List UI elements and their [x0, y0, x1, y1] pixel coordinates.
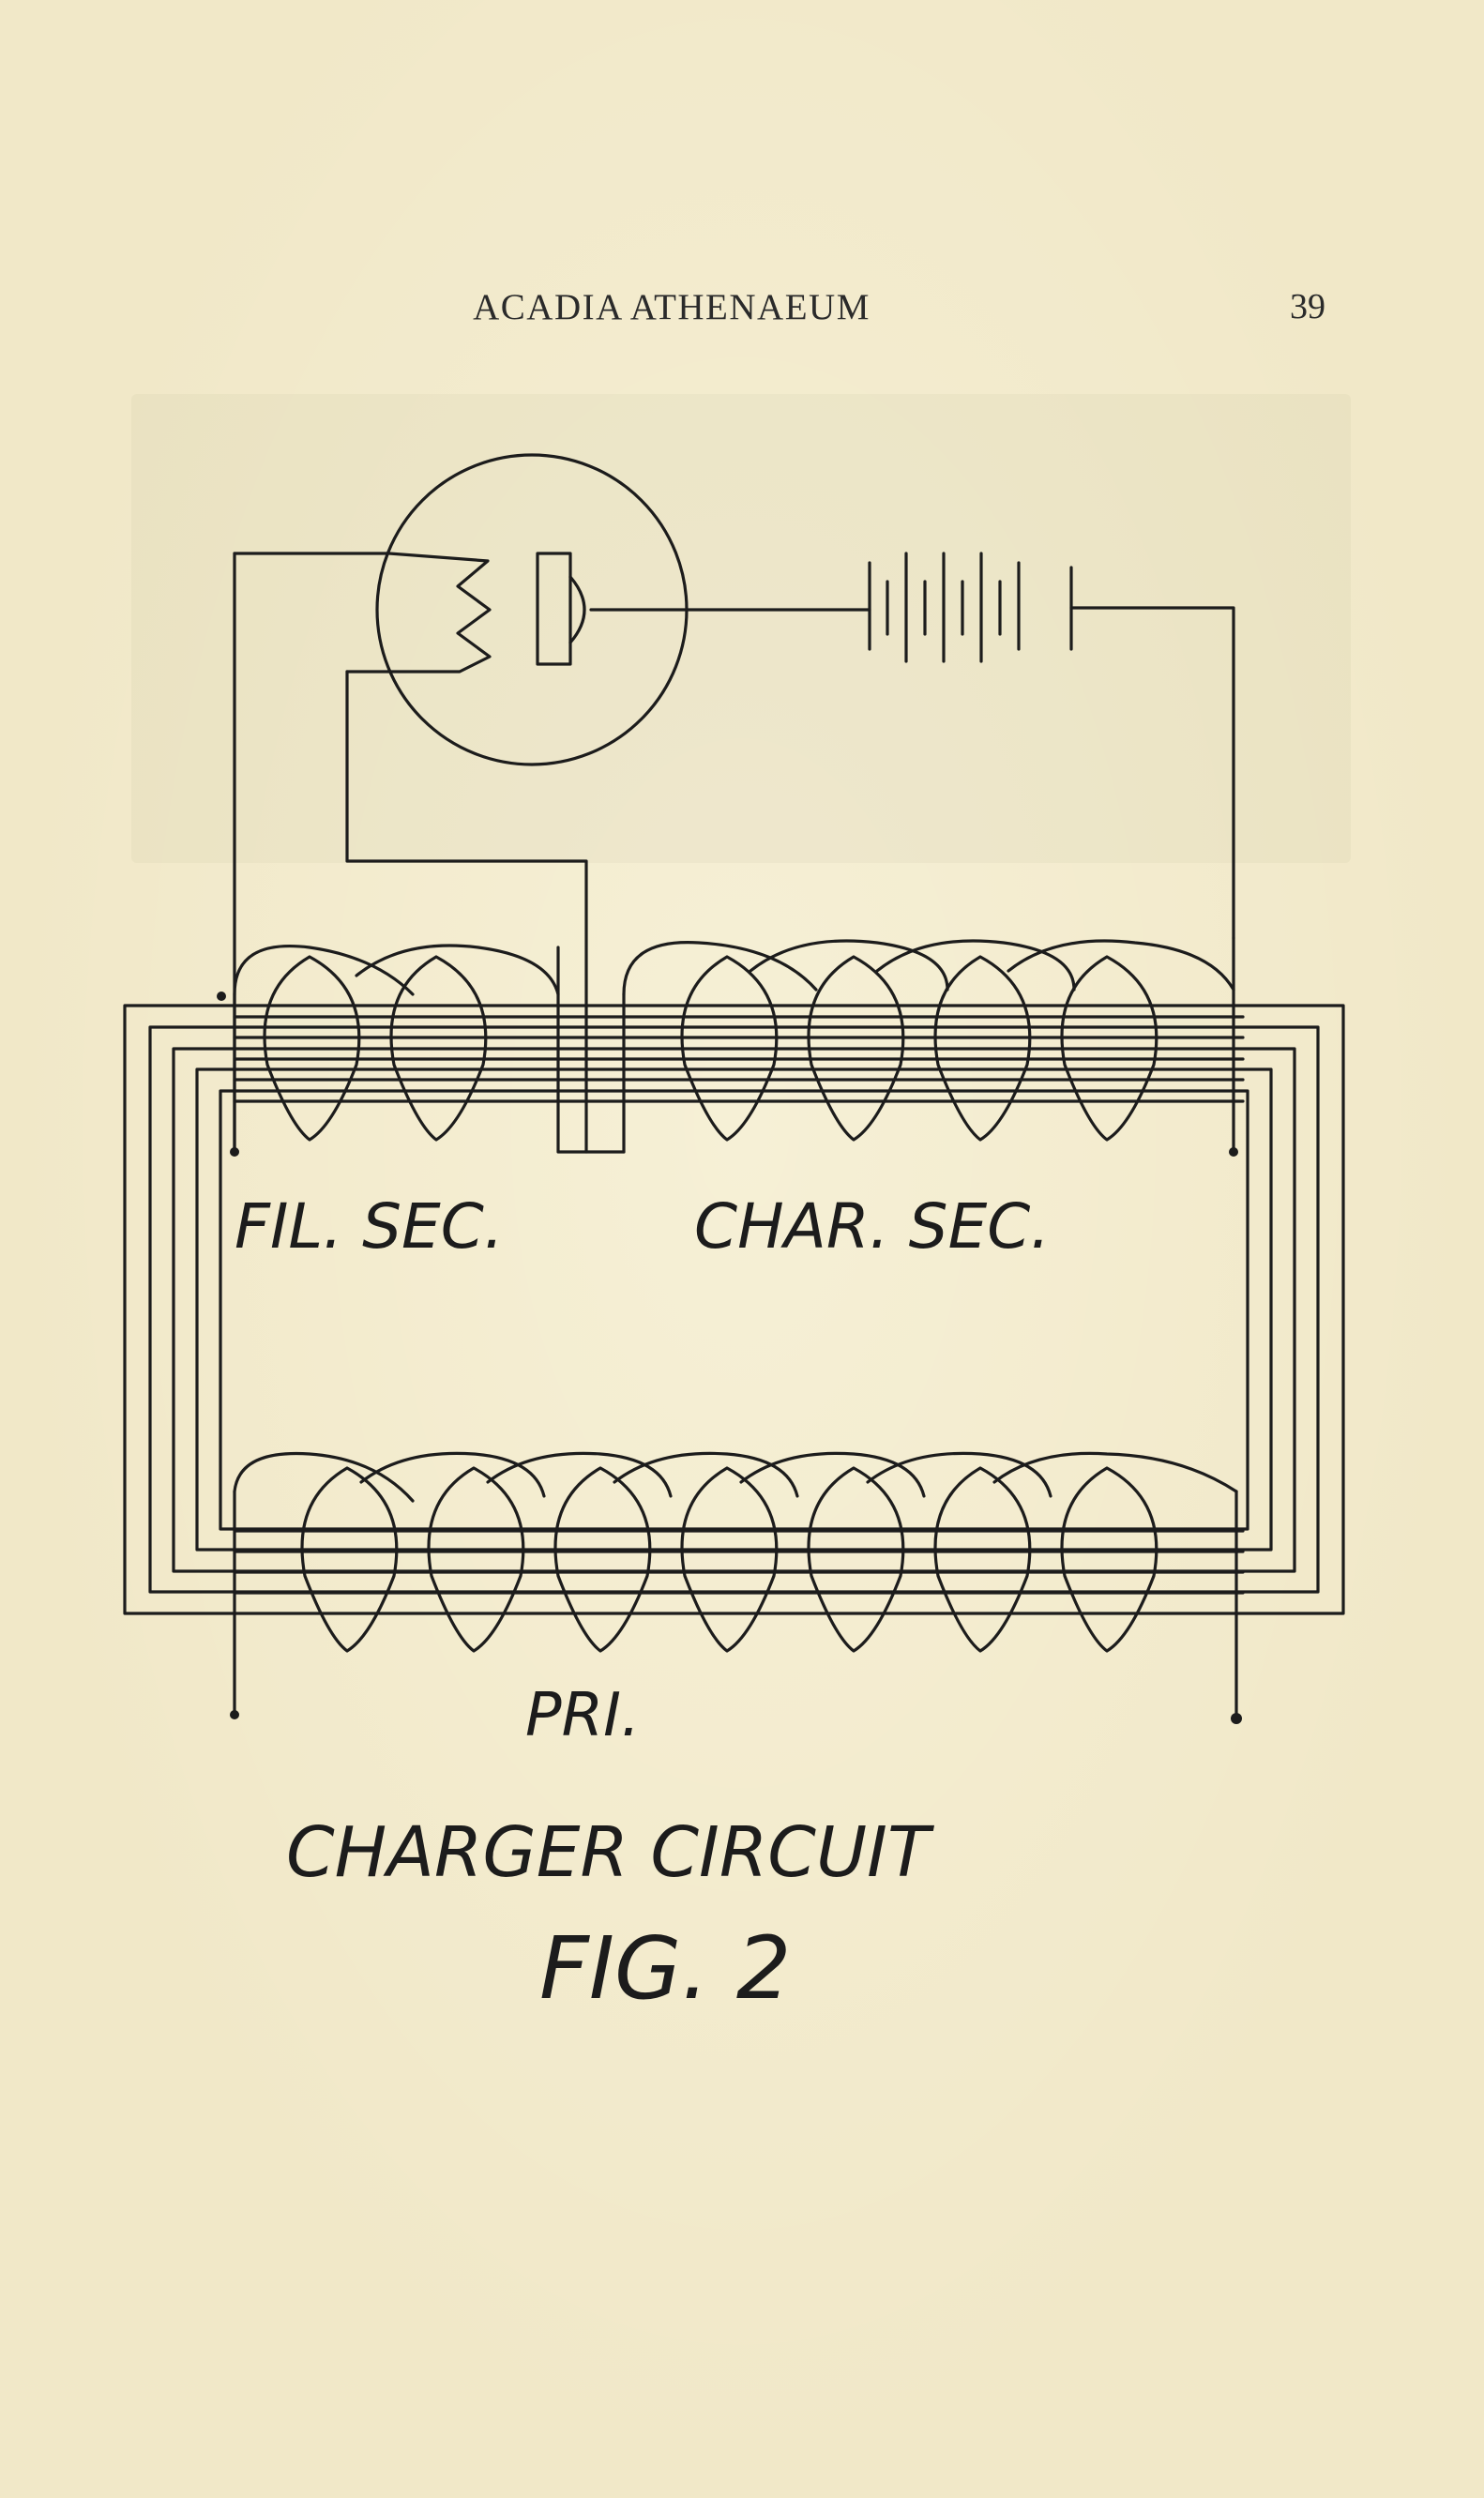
transformer-core — [123, 1004, 1345, 1615]
figure-caption: CHARGER CIRCUIT — [286, 1812, 935, 1893]
filament-wiring — [233, 552, 626, 1156]
running-header-title: ACADIA ATHENAEUM — [473, 287, 871, 327]
figure-number: FIG. 2 — [539, 1918, 791, 2019]
page-number: 39 — [1290, 287, 1325, 326]
battery-icon — [868, 552, 1235, 940]
label-primary: PRI. — [525, 1681, 640, 1750]
vacuum-tube-icon — [233, 453, 871, 766]
filament-secondary-coil — [233, 944, 560, 1156]
label-charging-secondary: CHAR. SEC. — [694, 1190, 1050, 1263]
label-filament-secondary: FIL. SEC. — [235, 1190, 504, 1263]
show-through-text — [131, 394, 1351, 863]
primary-coil — [233, 1451, 1238, 1720]
terminal-dots — [217, 992, 1242, 1724]
charging-secondary-coil — [622, 936, 1235, 1154]
